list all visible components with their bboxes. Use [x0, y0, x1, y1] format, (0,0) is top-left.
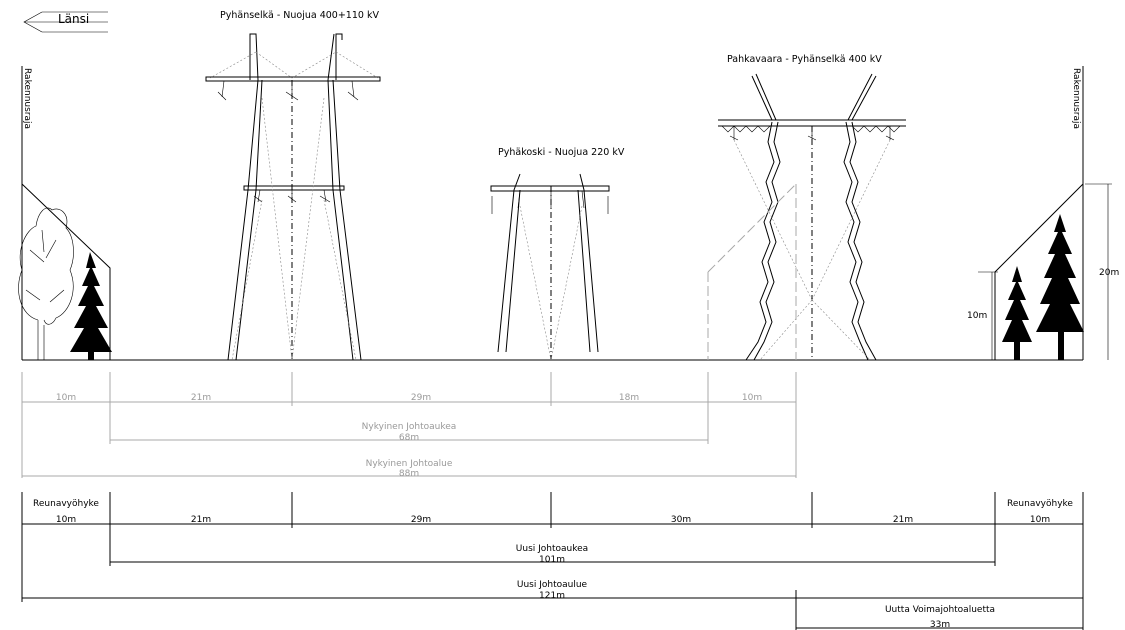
new-edge-zone-left: Reunavyöhyke — [33, 499, 99, 509]
building-line-right: Rakennusraja — [1071, 66, 1084, 360]
new-area-value: 121m — [539, 591, 565, 601]
new-clearing-name: Uusi Johtoaukea — [516, 544, 588, 554]
additional-area-value: 33m — [930, 620, 950, 630]
new-segment-2: 21m — [191, 515, 211, 525]
left-forest-edge — [18, 183, 112, 360]
tower-left-label: Pyhänselkä - Nuojua 400+110 kV — [220, 10, 379, 21]
west-direction-arrow: Länsi — [23, 11, 108, 33]
existing-segment-2: 21m — [191, 393, 211, 403]
height-label-20m: 20m — [1099, 268, 1119, 278]
existing-segment-1: 10m — [56, 393, 76, 403]
tower-middle-label: Pyhäkoski - Nuojua 220 kV — [498, 147, 625, 158]
right-forest-edge: 10m 20m — [967, 183, 1119, 360]
deciduous-tree-left — [18, 207, 74, 360]
height-label-10m: 10m — [967, 311, 987, 321]
existing-segment-3: 29m — [411, 393, 431, 403]
building-line-label-left: Rakennusraja — [22, 68, 32, 129]
tower-right-label: Pahkavaara - Pyhänselkä 400 kV — [727, 54, 882, 65]
existing-clearing-value: 68m — [399, 433, 419, 443]
new-edge-zone-right: Reunavyöhyke — [1007, 499, 1073, 509]
new-segment-1: 10m — [56, 515, 76, 525]
tower-right: Pahkavaara - Pyhänselkä 400 kV — [707, 54, 906, 361]
new-segment-3: 29m — [411, 515, 431, 525]
new-segment-5: 21m — [893, 515, 913, 525]
spruce-tree-right-large — [1036, 214, 1084, 360]
building-line-label-right: Rakennusraja — [1071, 68, 1081, 129]
new-segment-6: 10m — [1030, 515, 1050, 525]
new-clearing-value: 101m — [539, 555, 565, 565]
existing-clearing-name: Nykyinen Johtoaukea — [362, 422, 457, 432]
existing-segment-5: 10m — [742, 393, 762, 403]
spruce-tree-right-small — [1002, 266, 1032, 360]
existing-segment-4: 18m — [619, 393, 639, 403]
new-dimensions: Reunavyöhyke Reunavyöhyke 10m 21m 29m 30… — [21, 492, 1084, 630]
existing-dimensions: 10m 21m 29m 18m 10m Nykyinen Johtoaukea … — [21, 372, 797, 479]
new-area-name: Uusi Johtoaulue — [517, 580, 588, 590]
additional-area-name: Uutta Voimajohtoaluetta — [885, 605, 995, 615]
building-line-left: Rakennusraja — [21, 66, 32, 360]
tower-left: Pyhänselkä - Nuojua 400+110 kV — [205, 10, 381, 361]
direction-label: Länsi — [58, 12, 89, 26]
existing-area-value: 88m — [399, 469, 419, 479]
height-dimension-20m: 20m — [1085, 183, 1119, 360]
height-dimension-10m: 10m — [967, 271, 998, 360]
existing-area-name: Nykyinen Johtoalue — [366, 459, 453, 469]
spruce-tree-left — [70, 252, 112, 360]
tower-middle: Pyhäkoski - Nuojua 220 kV — [490, 147, 625, 361]
new-segment-4: 30m — [671, 515, 691, 525]
